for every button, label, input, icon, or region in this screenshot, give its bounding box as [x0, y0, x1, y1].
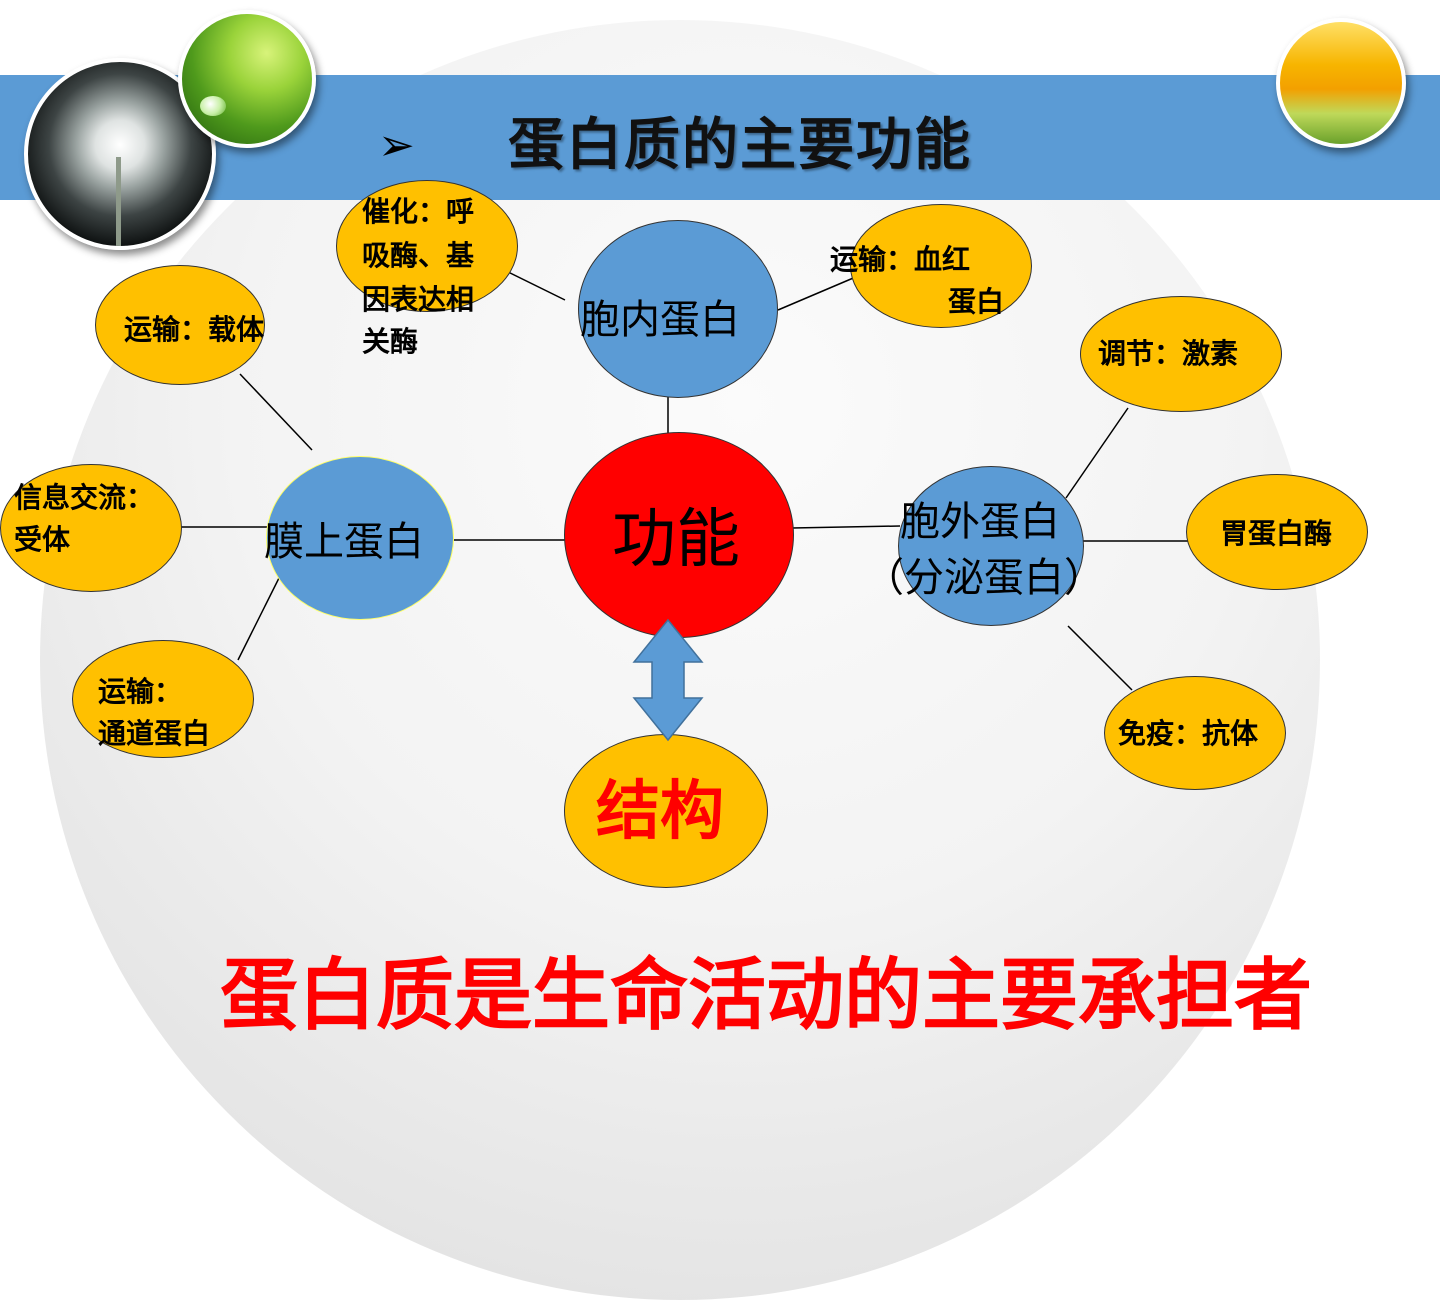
conclusion-text: 蛋白质是生命活动的主要承担者: [220, 951, 1313, 1041]
label-extracellular-line1: 胞外蛋白: [900, 499, 1060, 545]
label-pepsin: 胃蛋白酶: [1220, 517, 1333, 550]
label-receptor-line2: 受体: [14, 523, 71, 556]
label-antibody: 免疫：抗体: [1118, 717, 1259, 750]
node-catalysis: [336, 180, 518, 312]
node-antibody: [1104, 676, 1286, 790]
label-carrier: 运输：载体: [124, 313, 265, 346]
link-extracellular-antibody: [1067, 625, 1133, 691]
dandelion-stem: [116, 157, 121, 246]
link-center-extracellular: [791, 525, 901, 529]
double-arrow-icon: [632, 618, 704, 742]
node-hemoglobin: [850, 204, 1032, 328]
link-membrane-carrier: [239, 373, 313, 451]
node-carrier: [95, 265, 265, 385]
link-membrane-channel: [237, 565, 286, 661]
node-receptor: [0, 464, 182, 592]
slide-title: 蛋白质的主要功能: [508, 113, 972, 178]
leaf-photo: [178, 10, 316, 148]
label-channel-line2: 通道蛋白: [98, 717, 211, 750]
node-hormone: [1080, 296, 1282, 412]
link-intracellular-catalysis: [499, 267, 566, 301]
node-structure: [564, 734, 768, 888]
label-channel-line1: 运输：: [98, 675, 183, 708]
node-intracellular: [578, 220, 778, 398]
label-catalysis-line1: 催化：呼: [362, 195, 475, 228]
label-hemoglobin-line1: 运输：血红: [830, 243, 971, 276]
node-channel: [72, 640, 254, 758]
label-catalysis-line4: 关酶: [362, 325, 419, 358]
label-intracellular: 胞内蛋白: [580, 297, 740, 343]
node-extracellular: [898, 466, 1084, 626]
tulip-photo: [1276, 18, 1406, 148]
title-bullet-icon: ➢: [378, 120, 415, 171]
label-hemoglobin-line2: 蛋白: [948, 285, 1005, 318]
label-receptor-line1: 信息交流：: [14, 481, 155, 514]
label-extracellular-line2: （分泌蛋白）: [864, 555, 1104, 601]
node-center-function: [564, 432, 794, 638]
label-center-function: 功能: [612, 503, 740, 577]
label-catalysis-line2: 吸酶、基: [362, 239, 475, 272]
label-hormone: 调节：激素: [1098, 337, 1239, 370]
link-extracellular-hormone: [1065, 407, 1129, 499]
link-intracellular-hemoglobin: [777, 275, 859, 311]
node-pepsin: [1186, 474, 1368, 590]
node-membrane: [266, 456, 454, 620]
water-drop: [200, 96, 226, 116]
connector-lines: [180, 267, 1188, 691]
label-membrane: 膜上蛋白: [264, 519, 424, 565]
label-catalysis-line3: 因表达相: [362, 283, 475, 316]
label-structure: 结构: [596, 775, 724, 849]
